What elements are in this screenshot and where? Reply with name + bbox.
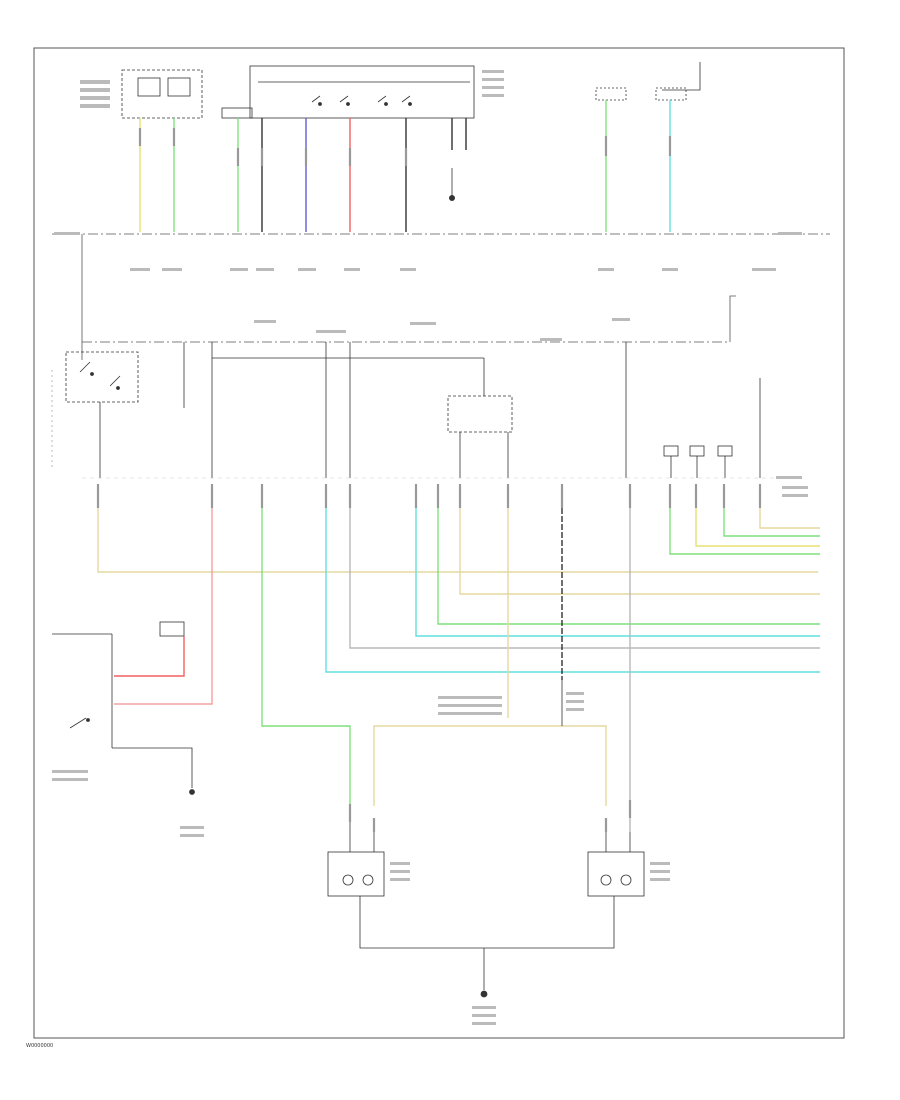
right-mirror-motor	[587, 822, 645, 897]
left-switch-assembly	[51, 342, 185, 478]
mid-verticals	[211, 342, 761, 478]
diagram-frame	[33, 47, 845, 1039]
lower-left-switch	[52, 621, 195, 795]
motor-wire-tags	[348, 800, 632, 832]
unreadable-labels	[52, 70, 808, 1025]
harness-wires	[97, 492, 820, 832]
right-top-connector	[595, 62, 701, 101]
lower-wire-tags	[96, 484, 762, 508]
top-wires	[139, 100, 671, 232]
bottom-ground	[359, 896, 615, 998]
ground-top	[449, 168, 455, 201]
relay-module-box	[249, 65, 475, 119]
center-relay	[212, 357, 513, 478]
center-splice	[373, 725, 607, 806]
left-mirror-motor	[327, 822, 385, 897]
diagram-code: W0000000	[26, 1043, 54, 1049]
top-wire-tags	[138, 128, 672, 166]
top-fuse-box	[121, 69, 253, 119]
right-components	[663, 445, 733, 478]
middle-bus	[81, 234, 736, 360]
